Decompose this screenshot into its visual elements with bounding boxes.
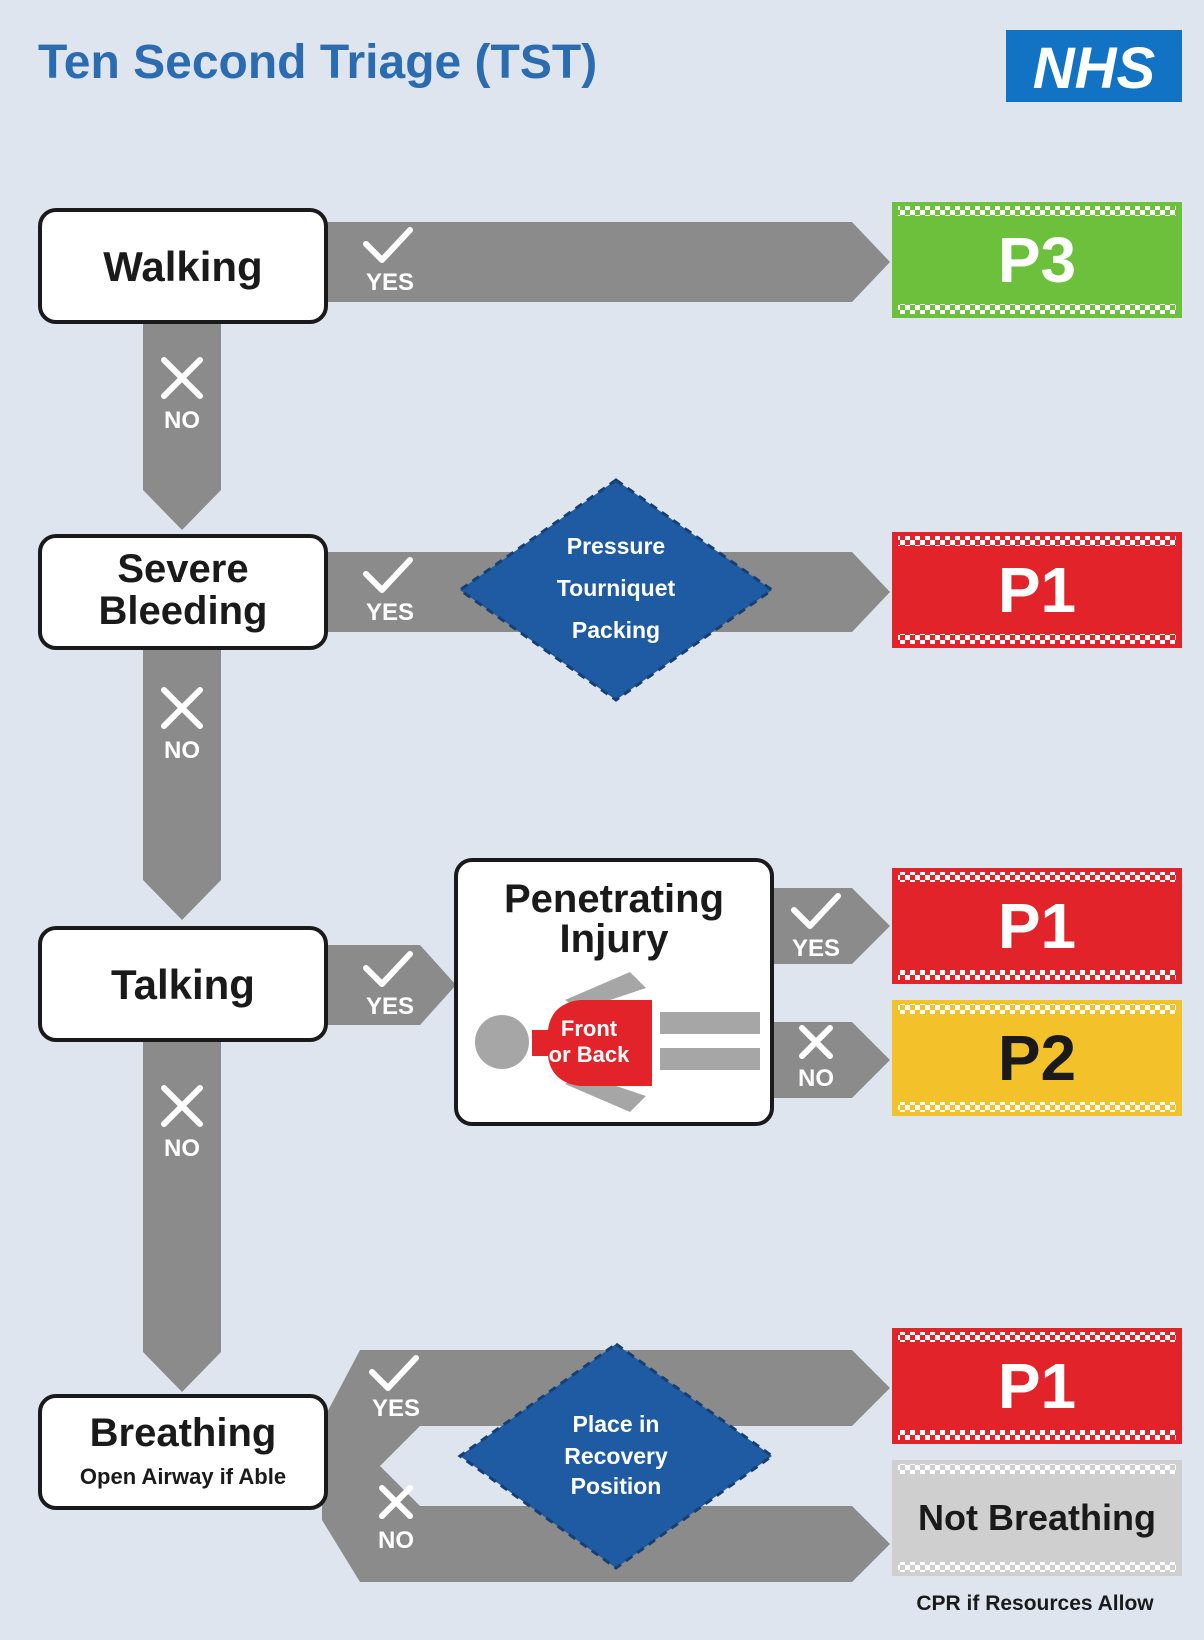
penetrating-no-marker: NO (798, 1025, 834, 1092)
walking-yes-label: YES (366, 269, 414, 296)
not-breathing-label: Not Breathing (918, 1497, 1156, 1538)
outcome-not-breathing: Not Breathing (892, 1460, 1182, 1576)
talking-yes-marker: YES (363, 951, 414, 1020)
p1-label: P1 (998, 890, 1076, 962)
penetrating-yes-marker: YES (791, 893, 841, 962)
talking-label: Talking (111, 961, 255, 1008)
penetrating-yes-arrow (770, 888, 890, 964)
outcome-penetrating-p2: P2 (892, 1000, 1182, 1116)
breathing-no-marker: NO (378, 1485, 414, 1554)
bleeding-label: Bleeding (99, 589, 268, 633)
bleeding-yes-marker: YES (363, 557, 414, 626)
check-icon (791, 893, 841, 929)
walking-label: Walking (103, 243, 262, 290)
p2-label: P2 (998, 1022, 1076, 1094)
cpr-note: CPR if Resources Allow (916, 1592, 1154, 1615)
injury-label: Injury (560, 917, 670, 961)
cross-icon (161, 357, 203, 399)
walking-yes-marker: YES (363, 227, 414, 296)
bleeding-action-diamond: Pressure Tourniquet Packing (457, 478, 775, 702)
nhs-logo: NHS (1006, 30, 1182, 102)
walking-box: Walking (38, 208, 328, 324)
breathing-yes-marker: YES (369, 1355, 420, 1422)
bleeding-no-label: NO (164, 737, 200, 764)
walking-no-label: NO (164, 407, 200, 434)
nhs-logo-text: NHS (1033, 36, 1156, 101)
cross-icon (379, 1485, 413, 1519)
talking-box: Talking (38, 926, 328, 1042)
walking-no-marker: NO (161, 357, 203, 434)
talking-yes-arrow (322, 945, 456, 1025)
body-figure-icon (475, 972, 760, 1112)
breathing-label: Breathing (90, 1411, 277, 1455)
outcome-walking-p3: P3 (892, 202, 1182, 318)
outcome-bleeding-p1: P1 (892, 532, 1182, 648)
bleeding-yes-label: YES (366, 599, 414, 626)
action-pressure: Pressure (567, 533, 665, 559)
check-icon (363, 951, 413, 987)
p1-label: P1 (998, 1350, 1076, 1422)
check-icon (363, 557, 413, 593)
action-position: Position (571, 1473, 662, 1499)
cross-icon (799, 1025, 833, 1059)
recovery-action-diamond: Place in Recovery Position (457, 1342, 775, 1570)
penetrating-injury-box: Penetrating Injury Front or Back (454, 858, 774, 1126)
severe-bleeding-box: Severe Bleeding (38, 534, 328, 650)
talking-no-marker: NO (161, 1085, 203, 1162)
outcome-breathing-p1: P1 (892, 1328, 1182, 1444)
bleeding-no-arrow (143, 648, 221, 920)
talking-yes-label: YES (366, 993, 414, 1020)
breathing-sub-label: Open Airway if Able (80, 1464, 286, 1489)
penetrating-label: Penetrating (504, 877, 724, 921)
penetrating-no-label: NO (798, 1065, 834, 1092)
check-icon (363, 227, 413, 263)
cross-icon (161, 687, 203, 729)
p1-label: P1 (998, 554, 1076, 626)
talking-no-label: NO (164, 1135, 200, 1162)
or-back-label: or Back (549, 1042, 630, 1067)
walking-yes-arrow (322, 222, 890, 302)
outcome-penetrating-p1: P1 (892, 868, 1182, 984)
action-tourniquet: Tourniquet (557, 575, 676, 601)
p3-label: P3 (998, 224, 1076, 296)
breathing-box: Breathing Open Airway if Able (38, 1394, 328, 1510)
breathing-no-label: NO (378, 1527, 414, 1554)
bleeding-no-marker: NO (161, 687, 203, 764)
walking-no-arrow (143, 318, 221, 530)
action-place-in: Place in (573, 1411, 660, 1437)
penetrating-no-arrow (770, 1022, 890, 1098)
penetrating-yes-label: YES (792, 935, 840, 962)
cross-icon (161, 1085, 203, 1127)
check-icon (369, 1355, 419, 1391)
front-label: Front (561, 1016, 618, 1041)
breathing-yes-label: YES (372, 1395, 420, 1422)
action-packing: Packing (572, 617, 660, 643)
action-recovery: Recovery (564, 1443, 668, 1469)
talking-no-arrow (143, 1040, 221, 1392)
page-title: Ten Second Triage (TST) (38, 36, 597, 89)
severe-label: Severe (117, 547, 248, 591)
